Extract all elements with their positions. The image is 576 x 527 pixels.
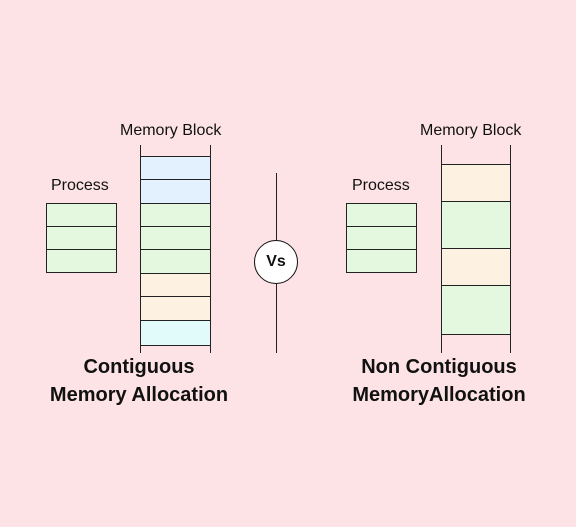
memory-cell bbox=[140, 274, 211, 297]
left-memory-block-label: Memory Block bbox=[120, 122, 222, 139]
left-process-cell bbox=[47, 204, 116, 227]
left-memory-block bbox=[140, 156, 211, 346]
memory-cell bbox=[140, 227, 211, 250]
memory-cell bbox=[140, 297, 211, 321]
right-title-line1: Non Contiguous bbox=[361, 356, 517, 378]
memory-cell bbox=[140, 157, 211, 180]
left-title-line2: Memory Allocation bbox=[49, 384, 229, 406]
right-process-cell bbox=[347, 204, 416, 227]
right-process-stack bbox=[346, 203, 417, 273]
right-memory-block bbox=[441, 164, 511, 336]
left-process-stack bbox=[46, 203, 117, 273]
right-title: Non Contiguous MemoryAllocation bbox=[319, 353, 559, 409]
memory-cell bbox=[441, 249, 511, 286]
memory-cell bbox=[140, 250, 211, 274]
memory-cell bbox=[441, 286, 511, 335]
right-process-cell bbox=[347, 250, 416, 272]
right-process-label: Process bbox=[352, 177, 410, 194]
memory-cell bbox=[441, 202, 511, 249]
memory-cell bbox=[441, 165, 511, 202]
memory-cell bbox=[140, 204, 211, 227]
left-title: Contiguous Memory Allocation bbox=[19, 353, 259, 409]
right-process-cell bbox=[347, 227, 416, 250]
left-title-line1: Contiguous bbox=[83, 356, 195, 378]
left-process-cell bbox=[47, 250, 116, 272]
right-title-line2: MemoryAllocation bbox=[352, 384, 526, 406]
vs-badge: Vs bbox=[254, 240, 298, 284]
memory-cell bbox=[140, 180, 211, 204]
left-process-label: Process bbox=[51, 177, 109, 194]
memory-cell bbox=[140, 321, 211, 346]
right-memory-block-label: Memory Block bbox=[420, 122, 522, 139]
left-process-cell bbox=[47, 227, 116, 250]
